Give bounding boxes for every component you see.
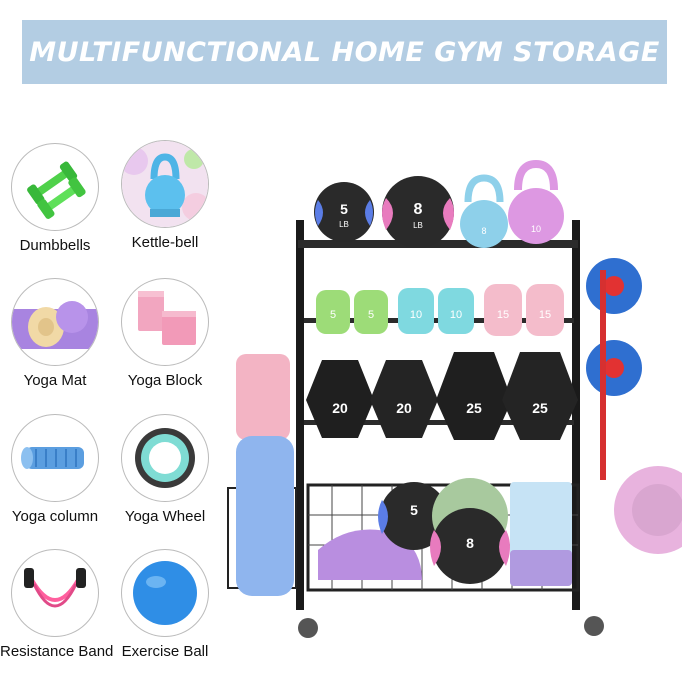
exercise-ball-icon	[121, 549, 209, 637]
item-label: Resistance Band	[0, 643, 114, 660]
dumbbell-weight: 15	[497, 309, 509, 321]
item-resistance-band: Resistance Band	[0, 549, 114, 660]
dumbbell-weight: 15	[539, 309, 551, 321]
storage-rack: 5 LB 8 LB 8 10 5 5 10 10 15 15 20 20 25 …	[227, 159, 682, 638]
item-label: Yoga column	[11, 508, 99, 525]
banner-title: MULTIFUNCTIONAL HOME GYM STORAGE	[29, 36, 660, 68]
item-exercise-ball: Exercise Ball	[110, 549, 220, 660]
kettlebell-weight: 8	[481, 226, 486, 236]
ball-unit: LB	[413, 221, 423, 230]
ball-weight: 8	[414, 201, 423, 218]
rack-left-upright	[296, 220, 304, 610]
hex-weight: 25	[466, 400, 482, 416]
top-shelf	[298, 240, 578, 248]
kettlebell-icon	[121, 140, 209, 228]
ball-unit: LB	[339, 220, 349, 229]
ball-weight: 5	[340, 201, 348, 217]
item-kettlebell: Kettle-bell	[110, 140, 220, 251]
yoga-mat-icon	[11, 278, 99, 366]
pink-yoga-mat	[236, 354, 290, 440]
item-label: Dumbbells	[19, 237, 91, 254]
dumbbells-icon	[11, 143, 99, 231]
bottom-basket	[306, 483, 580, 592]
resistance-band-icon	[11, 549, 99, 637]
hex-weight: 25	[532, 400, 548, 416]
item-label: Kettle-bell	[131, 234, 199, 251]
kettlebell-weight: 10	[531, 224, 541, 234]
yoga-block-icon	[121, 278, 209, 366]
yoga-column-icon	[11, 414, 99, 502]
dumbbell-weight: 5	[368, 309, 374, 321]
yoga-wheel-icon	[121, 414, 209, 502]
hex-weight: 20	[332, 400, 348, 416]
caster-wheel	[298, 618, 318, 638]
caster-wheel	[584, 616, 604, 636]
title-banner: MULTIFUNCTIONAL HOME GYM STORAGE	[22, 20, 667, 84]
item-label: Exercise Ball	[121, 643, 209, 660]
dumbbell-weight: 5	[330, 309, 336, 321]
ball-weight: 8	[466, 535, 474, 551]
item-yoga-column: Yoga column	[0, 414, 110, 525]
dumbbell-weight: 10	[450, 309, 462, 321]
hex-weight: 20	[396, 400, 412, 416]
item-label: Yoga Wheel	[124, 508, 206, 525]
item-yoga-wheel: Yoga Wheel	[110, 414, 220, 525]
dumbbell-bar-2	[304, 420, 574, 425]
item-label: Yoga Block	[127, 372, 203, 389]
item-dumbbells: Dumbbells	[0, 143, 110, 254]
blue-yoga-column	[236, 436, 294, 596]
item-label: Yoga Mat	[23, 372, 87, 389]
rack-right-upright	[572, 220, 580, 610]
ball-weight: 5	[410, 502, 418, 518]
item-yoga-mat: Yoga Mat	[0, 278, 110, 389]
item-yoga-block: Yoga Block	[110, 278, 220, 389]
dumbbell-weight: 10	[410, 309, 422, 321]
